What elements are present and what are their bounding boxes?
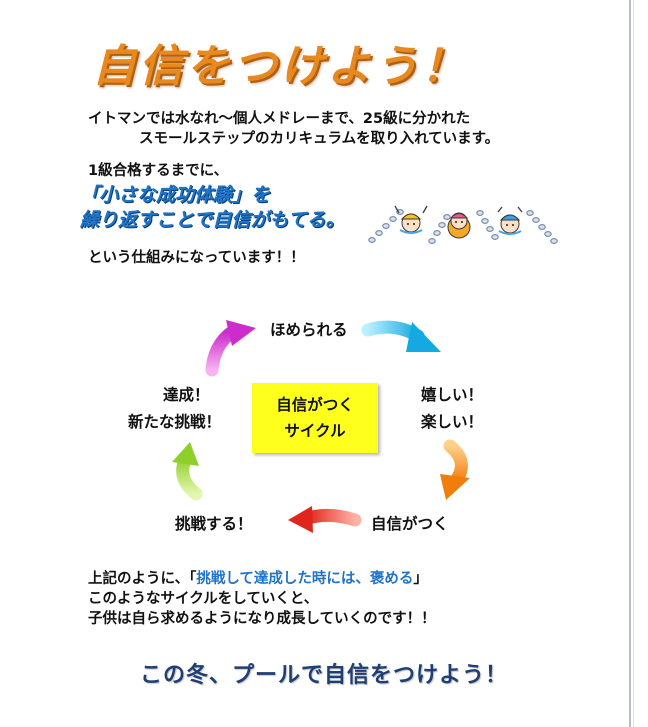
success-line-1: 1級合格するまでに、	[88, 163, 229, 179]
arrow-red	[288, 506, 362, 533]
cycle-step-confidence: 自信がつく	[371, 515, 449, 533]
success-line-3: という仕組みになっています！！	[88, 250, 305, 266]
success-highlight-1: 「小さな成功体験」を	[80, 184, 271, 206]
intro-line-1: イトマンでは水なれ～個人メドレーまで、25級に分かれた	[88, 111, 471, 127]
cycle-step-new-challenge: 新たな挑戦！	[128, 413, 222, 431]
arrow-green	[172, 442, 203, 501]
arrow-orange	[440, 439, 470, 500]
page-border-right	[629, 0, 631, 727]
cycle-center-line-1: 自信がつく	[276, 396, 354, 414]
cycle-center-line-2: サイクル	[284, 422, 346, 440]
arrow-magenta	[205, 320, 256, 377]
summary-line-3: 子供は自ら求めるようになり成長していくのです！！	[88, 611, 436, 627]
summary-line-2: このようなサイクルをしていくと、	[88, 591, 319, 607]
cycle-step-achieve: 達成！	[163, 386, 210, 404]
arrow-cyan	[361, 320, 441, 352]
summary-highlight: 挑戦して達成した時には、褒める	[196, 571, 414, 587]
page-border-right-inner	[633, 0, 634, 727]
cycle-step-happy: 嬉しい！	[421, 386, 484, 404]
summary-line-1-prefix: 上記のように、「	[88, 571, 197, 587]
cycle-step-challenge: 挑戦する！	[175, 515, 253, 533]
intro-line-2: スモールステップのカリキュラムを取り入れています。	[139, 131, 500, 147]
success-highlight-2: 繰り返すことで自信がもてる。	[80, 209, 345, 231]
cycle-center-box: 自信がつく サイクル	[252, 383, 378, 453]
page-title: 自信をつけよう！	[92, 41, 468, 92]
summary-line-1: 上記のように、「挑戦して達成した時には、褒める」	[88, 567, 428, 588]
cycle-step-fun: 楽しい！	[421, 413, 484, 431]
cycle-step-praised: ほめられる	[270, 321, 348, 339]
summary-line-1-suffix: 」	[413, 571, 428, 587]
closing-message: この冬、プールで自信をつけよう！	[139, 663, 508, 688]
